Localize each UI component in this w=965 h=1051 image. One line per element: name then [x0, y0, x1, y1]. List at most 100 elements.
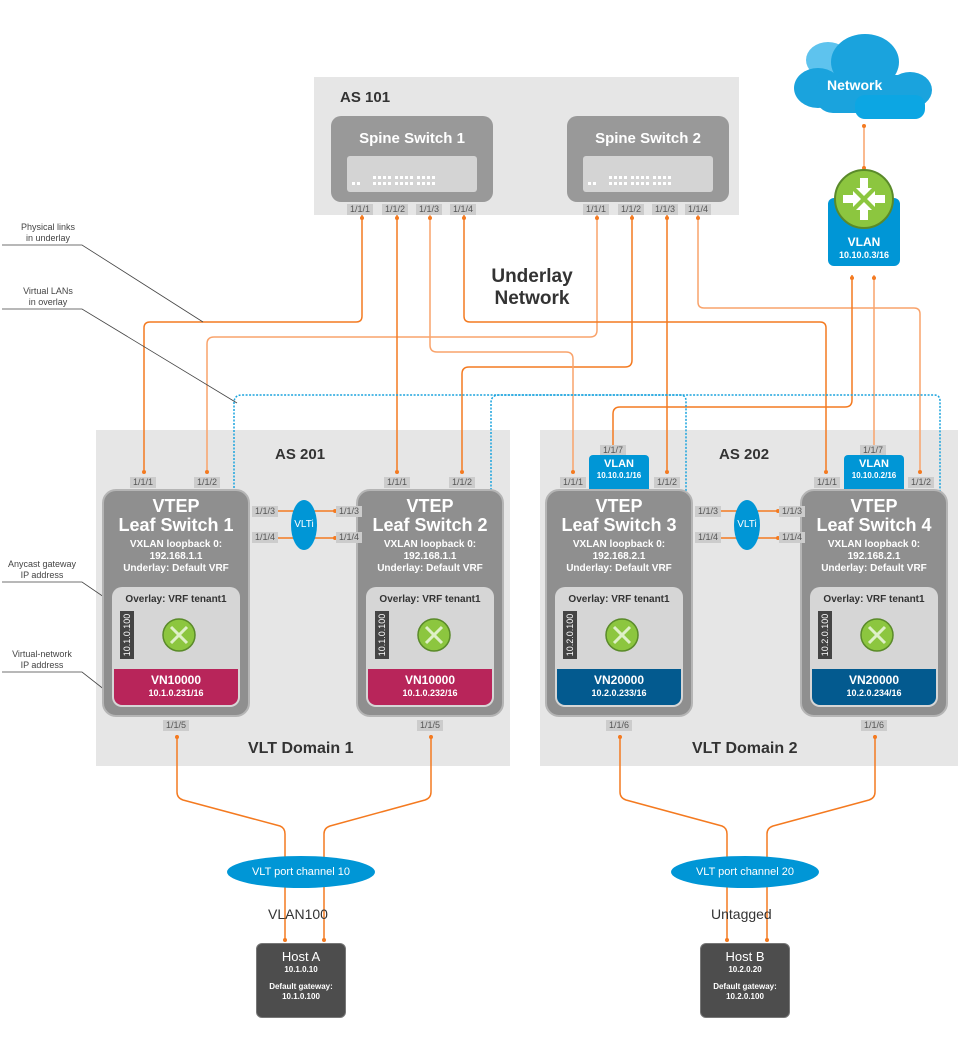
as202-label: AS 202 [719, 446, 770, 463]
vlt-domain-2-label: VLT Domain 2 [692, 740, 798, 757]
leaf3-port-vlti-1: 1/1/3 [695, 506, 722, 517]
overlay-vlan-leaf1 [196, 394, 687, 633]
spine-switch-1-title: Spine Switch 1 [359, 130, 465, 147]
leaf-switch-1: VTEP Leaf Switch 1 VXLAN loopback 0: 192… [102, 489, 250, 717]
port-leds-icon [352, 176, 435, 185]
leaf-switch-2: VTEP Leaf Switch 2 VXLAN loopback 0: 192… [356, 489, 504, 717]
leaf1-port-vlti-2: 1/1/4 [252, 532, 279, 543]
vlan100-label: VLAN100 [268, 906, 328, 922]
leaf2-vn: VN10000 10.1.0.232/16 [368, 669, 492, 705]
leaf3-vn: VN20000 10.2.0.233/16 [557, 669, 681, 705]
leaf1-name: Leaf Switch 1 [118, 515, 234, 535]
leaf1-port-uplink-2: 1/1/2 [194, 477, 221, 488]
spine-switch-1: Spine Switch 1 [331, 116, 493, 202]
spine-switch-2-title: Spine Switch 2 [595, 130, 701, 147]
leaf4-vtep: VTEP [850, 496, 898, 516]
leaf4-port-host: 1/1/6 [861, 720, 888, 731]
link-leaf4-portchannel20 [766, 735, 876, 940]
underlay-title-line1: Underlay [491, 266, 573, 287]
leaf1-port-vlti-1: 1/1/3 [252, 506, 279, 517]
leaf4-anycast-gateway: 10.2.0.100 [818, 611, 832, 659]
link-router-leaf3 [612, 275, 853, 448]
leaf-switch-4: VTEP Leaf Switch 4 VXLAN loopback 0: 192… [800, 489, 948, 717]
overlay-vlan-leaf2 [451, 394, 941, 633]
link-spine1-leaf4 [463, 215, 827, 470]
router-icon [834, 169, 894, 229]
leaf2-vtep: VTEP [406, 496, 454, 516]
vrf-router-icon [860, 618, 894, 652]
spine2-port-1: 1/1/1 [583, 204, 610, 215]
vlt-port-channel-10: VLT port channel 10 [227, 856, 375, 888]
link-spine2-leaf4 [697, 215, 921, 470]
spine2-port-3: 1/1/3 [652, 204, 679, 215]
leaf4-vn: VN20000 10.2.0.234/16 [812, 669, 936, 705]
leaf3-port-uplink-2: 1/1/2 [654, 477, 681, 488]
external-vlan-label: VLAN [847, 235, 881, 249]
leaf1-vtep: VTEP [152, 496, 200, 516]
leaf1-port-host: 1/1/5 [163, 720, 190, 731]
network-cloud-icon [794, 34, 932, 119]
callout-virtual-network-ip: Virtual-network IP address [12, 649, 72, 670]
leaf1-info: VXLAN loopback 0: 192.168.1.1 Underlay: … [123, 539, 229, 574]
host-a: Host A 10.1.0.10 Default gateway: 10.1.0… [256, 943, 346, 1018]
spine1-port-2: 1/1/2 [382, 204, 409, 215]
link-spine1-leaf1 [143, 215, 363, 470]
leaf4-port-uplink-1: 1/1/1 [814, 477, 841, 488]
spine1-port-3: 1/1/3 [416, 204, 443, 215]
vlti-domain-1: VLTi [291, 500, 317, 550]
leaf4-info: VXLAN loopback 0: 192.168.2.1 Underlay: … [821, 539, 927, 574]
vrf-router-icon [417, 618, 451, 652]
underlay-title-line2: Network [494, 288, 570, 309]
spine1-port-4: 1/1/4 [450, 204, 477, 215]
leaf2-port-vlti-2: 1/1/4 [336, 532, 363, 543]
spine-switch-2: Spine Switch 2 [567, 116, 729, 202]
spine-switch-1-port-panel [347, 156, 477, 192]
link-leaf1-portchannel10 [176, 735, 286, 940]
leaf4-port-uplink-2: 1/1/2 [908, 477, 935, 488]
leaf3-vtep: VTEP [595, 496, 643, 516]
port-leds-icon [588, 176, 671, 185]
as101-label: AS 101 [340, 89, 391, 106]
leaf3-name: Leaf Switch 3 [561, 515, 677, 535]
leaf4-ext-vlan: VLAN 10.10.0.2/16 [844, 455, 904, 489]
leaf2-port-uplink-2: 1/1/2 [449, 477, 476, 488]
callout-anycast-gateway: Anycast gateway IP address [7, 559, 77, 580]
callout-virtual-lans: Virtual LANs in overlay [23, 286, 73, 307]
spine2-port-2: 1/1/2 [618, 204, 645, 215]
leaf4-port-vlti-2: 1/1/4 [779, 532, 806, 543]
vlt-port-channel-20: VLT port channel 20 [671, 856, 819, 888]
leaf4-port-vlti-1: 1/1/3 [779, 506, 806, 517]
network-cloud-label: Network [827, 77, 883, 93]
leaf4-name: Leaf Switch 4 [816, 515, 932, 535]
vlti-domain-2: VLTi [734, 500, 760, 550]
external-vlan-ip: 10.10.0.3/16 [838, 250, 890, 260]
spine1-port-1: 1/1/1 [347, 204, 374, 215]
vrf-router-icon [605, 618, 639, 652]
callout-leader-physical [2, 244, 204, 323]
leaf-switch-3: VTEP Leaf Switch 3 VXLAN loopback 0: 192… [545, 489, 693, 717]
leaf3-port-host: 1/1/6 [606, 720, 633, 731]
link-spine1-leaf3 [429, 215, 574, 470]
leaf2-port-vlti-1: 1/1/3 [336, 506, 363, 517]
leaf3-port-vlti-2: 1/1/4 [695, 532, 722, 543]
leaf3-port-ext: 1/1/7 [600, 445, 627, 456]
callout-physical-links: Physical links in underlay [20, 222, 76, 243]
callout-leader-vn [2, 671, 111, 695]
leaf3-anycast-gateway: 10.2.0.100 [563, 611, 577, 659]
vrf-router-icon [162, 618, 196, 652]
link-spine2-leaf1 [206, 215, 598, 470]
spine2-port-4: 1/1/4 [685, 204, 712, 215]
leaf1-vn: VN10000 10.1.0.231/16 [114, 669, 238, 705]
callout-leader-virtual [2, 308, 238, 404]
leaf3-port-uplink-1: 1/1/1 [560, 477, 587, 488]
link-spine2-leaf2 [461, 215, 633, 470]
leaf1-port-uplink-1: 1/1/1 [130, 477, 157, 488]
link-leaf3-portchannel20 [619, 735, 728, 940]
leaf2-name: Leaf Switch 2 [372, 515, 488, 535]
spine-switch-2-port-panel [583, 156, 713, 192]
untagged-label: Untagged [711, 906, 772, 922]
leaf2-anycast-gateway: 10.1.0.100 [375, 611, 389, 659]
leaf2-port-host: 1/1/5 [417, 720, 444, 731]
leaf4-port-ext: 1/1/7 [860, 445, 887, 456]
